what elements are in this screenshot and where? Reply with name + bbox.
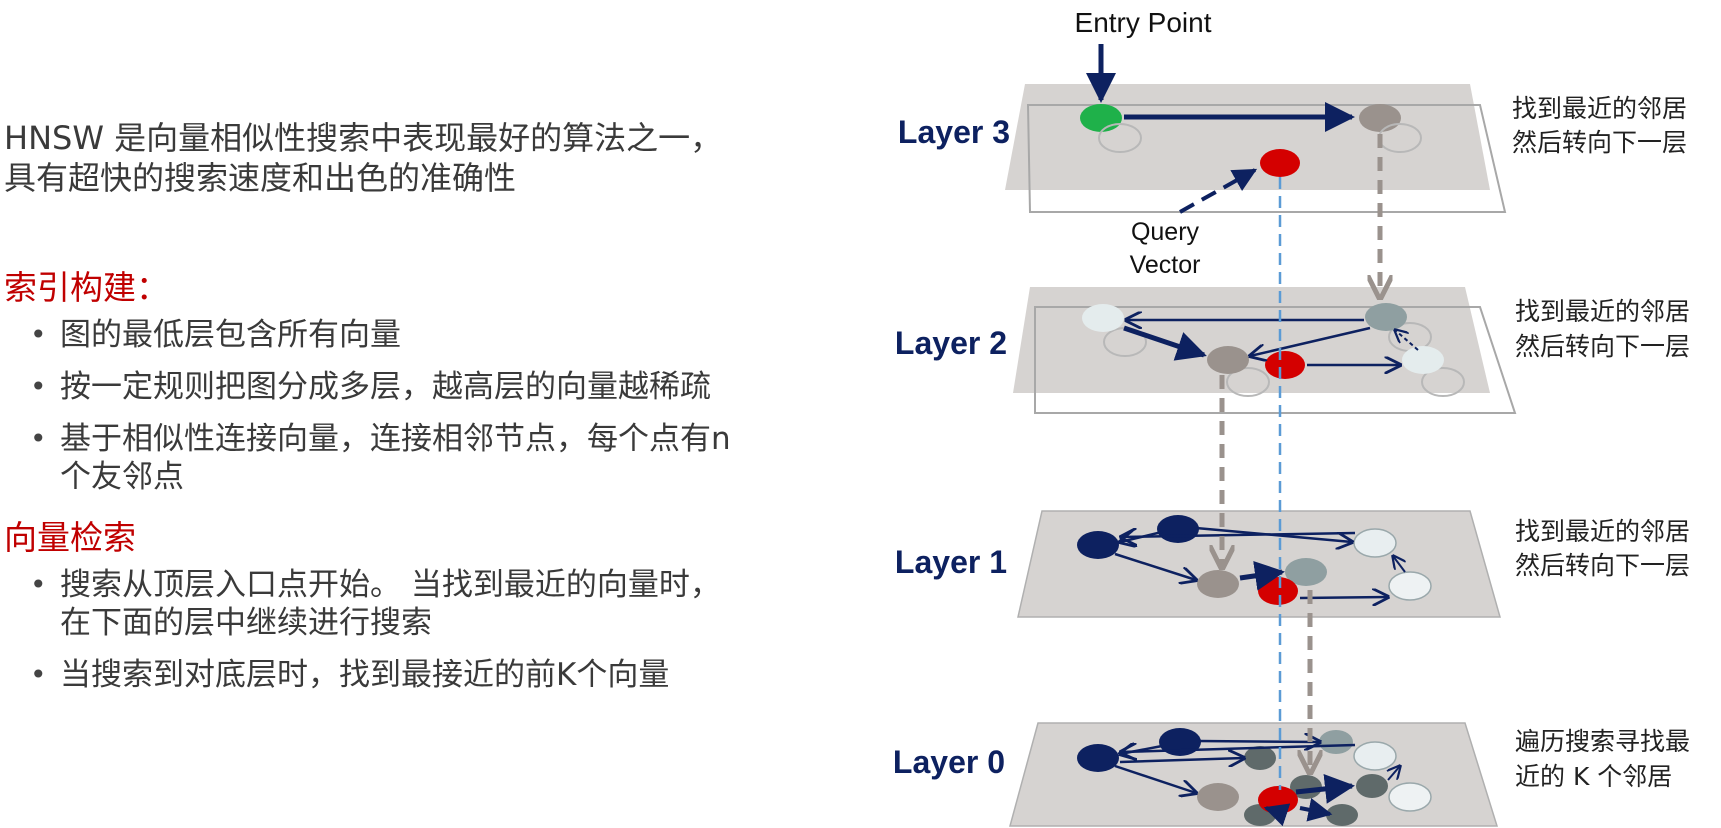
list-item: 搜索从顶层入口点开始。 当找到最近的向量时，在下面的层中继续进行搜索 <box>30 566 721 642</box>
note-line: 然后转向下一层 <box>1515 551 1690 580</box>
entry-point-label: Entry Point <box>1075 7 1212 38</box>
query-node <box>1258 786 1298 814</box>
layer-1-label: Layer 1 <box>895 544 1007 580</box>
ghost-node <box>1098 123 1142 153</box>
navy-node <box>1077 531 1119 559</box>
light-node <box>1388 782 1432 812</box>
index-build-title: 索引构建： <box>4 268 169 307</box>
query-vector-label-line-2: Vector <box>1130 251 1201 279</box>
layer-0 <box>1009 722 1499 827</box>
note-line: 遍历搜索寻找最 <box>1515 727 1690 756</box>
query-node <box>1258 577 1298 605</box>
intro-line-1: HNSW 是向量相似性搜索中表现最好的算法之一， <box>4 119 723 157</box>
light-node <box>1353 528 1397 558</box>
layer-0-edge <box>1388 766 1400 781</box>
layer-1-edge <box>1393 556 1405 573</box>
entry-node <box>1080 104 1122 132</box>
layer-1-edge <box>1299 597 1388 598</box>
note-line: 找到最近的邻居 <box>1512 94 1687 123</box>
layer-1-nearest-node <box>1197 570 1239 598</box>
layer-0-edge <box>1114 764 1196 793</box>
layer-3-nearest-node <box>1359 104 1401 132</box>
layer-2 <box>1013 287 1517 414</box>
layer-0-edge <box>1299 797 1333 822</box>
layer-1-edge <box>1114 552 1196 580</box>
layer-0-edge <box>1197 741 1320 742</box>
note-line: 近的 K 个邻居 <box>1515 762 1672 791</box>
note-line: 然后转向下一层 <box>1512 128 1687 157</box>
query-vector-label-line-1: Query <box>1131 218 1200 246</box>
grey-node <box>1319 730 1353 754</box>
layer-2-note: 找到最近的邻居 然后转向下一层 <box>1515 297 1690 361</box>
layer-2-edge <box>1123 325 1207 361</box>
intro-line-2: 具有超快的搜索速度和出色的准确性 <box>4 159 517 197</box>
light-node <box>1402 346 1444 374</box>
layer-1-plane <box>1017 510 1501 618</box>
layer-1-edge <box>1195 526 1352 542</box>
vector-search-title: 向量检索 <box>4 518 136 557</box>
layer-0-edge <box>1120 746 1163 754</box>
navy-node <box>1157 515 1199 543</box>
list-item: 当搜索到对底层时，找到最接近的前K个向量 <box>30 656 721 694</box>
index-build-list: 图的最低层包含所有向量 按一定规则把图分成多层，越高层的向量越稀疏 基于相似性连… <box>30 316 731 510</box>
grey-node <box>1197 783 1239 811</box>
navy-node <box>1077 744 1119 772</box>
light-node <box>1388 571 1432 601</box>
dark-grey-node <box>1356 774 1388 798</box>
dark-grey-node <box>1326 804 1358 826</box>
ghost-node <box>1226 367 1270 397</box>
layer-2-edge <box>1250 326 1371 356</box>
intro-text: HNSW 是向量相似性搜索中表现最好的算法之一， 具有超快的搜索速度和出色的准确… <box>4 118 722 198</box>
dark-grey-node <box>1244 746 1276 770</box>
layer-2-plane <box>1013 287 1490 393</box>
layer-0-edge <box>1263 803 1291 827</box>
layer-2-edge <box>1395 330 1419 351</box>
layer-1-edge <box>1121 533 1356 537</box>
layer-1 <box>1017 510 1501 618</box>
ghost-node <box>1421 367 1465 397</box>
layer-0-edge <box>1295 773 1355 804</box>
note-line: 找到最近的邻居 <box>1515 297 1690 326</box>
layer-1-edge <box>1120 532 1163 542</box>
layer-1-note: 找到最近的邻居 然后转向下一层 <box>1515 517 1690 580</box>
layer-3-note: 找到最近的邻居 然后转向下一层 <box>1512 94 1687 157</box>
query-vector-arrow <box>1179 168 1258 214</box>
layer-0-label: Layer 0 <box>893 744 1005 780</box>
list-item: 按一定规则把图分成多层，越高层的向量越稀疏 <box>30 368 731 406</box>
layer-2-label: Layer 2 <box>895 325 1007 361</box>
layer-2-outline <box>1034 306 1517 414</box>
light-node <box>1353 741 1397 771</box>
note-line: 找到最近的邻居 <box>1515 517 1690 546</box>
light-node <box>1082 304 1124 332</box>
layer-0-note: 遍历搜索寻找最 近的 K 个邻居 <box>1515 727 1690 791</box>
layer-3-label: Layer 3 <box>898 114 1010 150</box>
layer-1-edge <box>1239 560 1285 591</box>
grey-node <box>1285 558 1327 586</box>
layer-2-nearest-node <box>1207 346 1249 374</box>
layer-0-edge <box>1119 758 1244 762</box>
query-node <box>1265 351 1305 379</box>
layer-2-entry-node <box>1365 303 1407 331</box>
note-line: 然后转向下一层 <box>1515 332 1690 361</box>
list-item: 图的最低层包含所有向量 <box>30 316 731 354</box>
query-node <box>1260 149 1300 177</box>
layer-3 <box>1005 84 1507 213</box>
vector-search-list: 搜索从顶层入口点开始。 当找到最近的向量时，在下面的层中继续进行搜索 当搜索到对… <box>30 566 721 708</box>
